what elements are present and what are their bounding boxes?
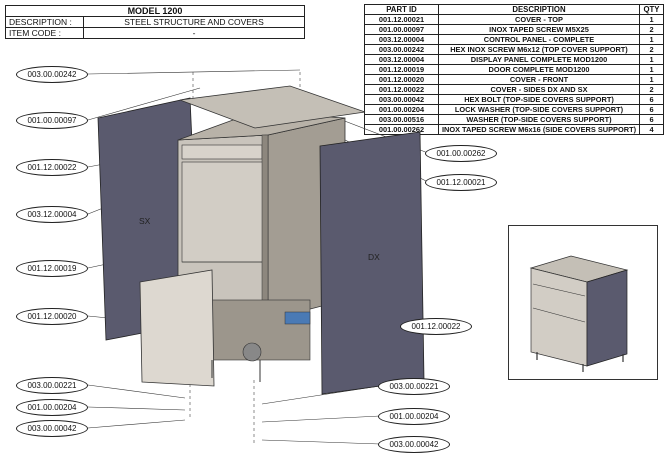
assembled-machine-illustration [529, 255, 629, 372]
machine-legs [211, 360, 261, 382]
callout-003-12-00004: 003.12.00004 [16, 206, 88, 223]
callout-001-00-00262: 001.00.00262 [425, 145, 497, 162]
callout-001-12-00022-left: 001.12.00022 [16, 159, 88, 176]
callout-001-12-00021: 001.12.00021 [425, 174, 497, 191]
callout-003-00-00042-left: 003.00.00042 [16, 420, 88, 437]
callout-003-00-00042-right: 003.00.00042 [378, 436, 450, 453]
assembled-view-inset [508, 225, 658, 380]
item-code-label: ITEM CODE : [5, 27, 84, 39]
callout-003-00-00242: 003.00.00242 [16, 66, 88, 83]
top-cover [179, 85, 366, 129]
callout-001-00-00204-right: 001.00.00204 [378, 408, 450, 425]
header-block: MODEL 1200 DESCRIPTION : STEEL STRUCTURE… [5, 5, 305, 39]
item-code-value: - [83, 27, 305, 39]
side-cover-right-dx [319, 131, 425, 395]
callout-001-12-00022-right: 001.12.00022 [400, 318, 472, 335]
qty-cell: 4 [639, 124, 664, 135]
callout-003-00-00221-right: 003.00.00221 [378, 378, 450, 395]
callout-001-12-00019: 001.12.00019 [16, 260, 88, 277]
side-label-sx: SX [139, 216, 151, 226]
front-cover [139, 269, 215, 387]
callout-001-12-00020: 001.12.00020 [16, 308, 88, 325]
side-label-dx: DX [368, 252, 380, 262]
assembly-axes [189, 72, 301, 445]
callout-001-00-00204-left: 001.00.00204 [16, 399, 88, 416]
callout-001-00-00097: 001.00.00097 [16, 112, 88, 129]
callout-003-00-00221-left: 003.00.00221 [16, 377, 88, 394]
